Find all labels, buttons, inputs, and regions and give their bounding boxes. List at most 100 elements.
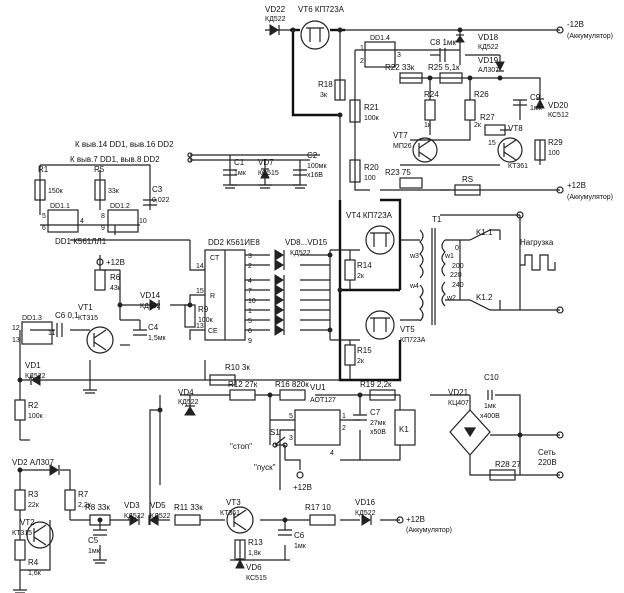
label-r9-v: 100к bbox=[198, 317, 214, 324]
label-r4: R4 bbox=[28, 558, 39, 567]
label-vd7: VD7 bbox=[258, 158, 274, 167]
label-k1: K1 bbox=[399, 425, 409, 434]
label-vd8-15: VD8...VD15 bbox=[285, 238, 328, 247]
label-dd2-r: R bbox=[210, 293, 215, 300]
label-vt1-type: КТ315 bbox=[78, 315, 98, 322]
pin-dd1-3-11: 11 bbox=[48, 330, 55, 337]
diode-vd20 bbox=[535, 98, 545, 109]
label-r25: R25 5,1к bbox=[428, 63, 460, 72]
label-vu1-type: АОТ127 bbox=[310, 397, 336, 404]
terminals bbox=[96, 26, 564, 524]
diode-vd4 bbox=[184, 406, 196, 416]
capacitor-c7 bbox=[353, 414, 367, 421]
label-vd8-15-type: КД522 bbox=[290, 250, 311, 257]
transistor-vt7 bbox=[412, 137, 438, 163]
label-r21-v: 100к bbox=[364, 115, 380, 122]
pin-vu1-4: 4 bbox=[330, 450, 334, 457]
terminal-pos12-s1 bbox=[296, 471, 304, 479]
label-c10: C10 bbox=[484, 373, 499, 382]
label-vu1: VU1 bbox=[310, 383, 326, 392]
label-r7: R7 bbox=[78, 490, 89, 499]
label-c4: C4 bbox=[148, 323, 159, 332]
label-dd1-3: DD1.3 bbox=[22, 315, 42, 322]
label-vd2: VD2 АЛ307 bbox=[12, 458, 54, 467]
label-vt3-type: КТ361 bbox=[220, 510, 240, 517]
capacitor-c3 bbox=[143, 199, 157, 206]
label-r24-v: 1к bbox=[424, 122, 432, 129]
pin-dd2-1: 1 bbox=[248, 308, 252, 315]
label-t1: T1 bbox=[432, 215, 442, 224]
label-vt8: VT8 bbox=[508, 124, 523, 133]
diode-vd14 bbox=[149, 299, 159, 311]
label-dd1-2: DD1.2 bbox=[110, 203, 130, 210]
label-r10: R10 3к bbox=[225, 363, 250, 372]
label-r29-v: 100 bbox=[548, 150, 560, 157]
label-r7-v: 2,2к bbox=[78, 502, 92, 509]
terminal-load-bot bbox=[556, 306, 564, 314]
label-vd14-type: КД522 bbox=[140, 303, 161, 310]
label-vd22: VD22 bbox=[265, 5, 286, 14]
label-dd1-1: DD1.1 bbox=[50, 203, 70, 210]
label-vd18-type: КД522 bbox=[478, 44, 499, 51]
relay-k1 bbox=[394, 409, 416, 446]
pin-dd2-9: 9 bbox=[248, 338, 252, 345]
label-r3-v: 22к bbox=[28, 502, 40, 509]
capacitor-c5 bbox=[93, 529, 107, 536]
pin-dd2-6: 6 bbox=[248, 328, 252, 335]
label-r6: R6 bbox=[110, 273, 121, 282]
resistor-r21 bbox=[349, 99, 361, 123]
label-w4: w4 bbox=[409, 283, 419, 290]
label-s1: S1 bbox=[270, 428, 280, 437]
label-r9: R9 bbox=[198, 305, 209, 314]
resistor-r12 bbox=[229, 389, 256, 401]
label-c10-v2: х400В bbox=[480, 413, 500, 420]
resistors bbox=[14, 72, 546, 561]
pin-dd2-4: 4 bbox=[248, 278, 252, 285]
resistor-r16 bbox=[279, 389, 306, 401]
ground-symbols bbox=[13, 184, 307, 593]
label-r2: R2 bbox=[28, 401, 39, 410]
label-w1: w1 bbox=[444, 253, 454, 260]
transistor-vt4 bbox=[365, 225, 395, 255]
label-vd3-type: КД522 bbox=[124, 513, 145, 520]
transistor-vt2 bbox=[26, 521, 54, 549]
resistor-r4 bbox=[14, 539, 26, 561]
label-k11: K1.1 bbox=[476, 228, 493, 237]
label-vd5-type: КД522 bbox=[150, 513, 171, 520]
label-c6b-v: 1мк bbox=[294, 543, 307, 550]
label-stop: "стоп" bbox=[230, 442, 252, 451]
diode-vd16 bbox=[361, 514, 371, 526]
label-r26: R26 bbox=[474, 90, 489, 99]
resistor-r20 bbox=[349, 159, 361, 183]
labels: -12В (Аккумулятор) +12В (Аккумулятор) +1… bbox=[12, 5, 613, 582]
resistor-r9 bbox=[184, 304, 196, 328]
terminal-pos12 bbox=[556, 186, 564, 194]
gate-dd1-1 bbox=[47, 209, 79, 233]
capacitors bbox=[56, 48, 527, 536]
label-c5: C5 bbox=[88, 536, 99, 545]
label-vt5-type: КП723А bbox=[400, 337, 426, 344]
label-vd20: VD20 bbox=[548, 101, 569, 110]
diode-vd5 bbox=[149, 514, 159, 526]
label-start: "пуск" bbox=[254, 463, 276, 472]
label-r4-v: 1,6к bbox=[28, 570, 42, 577]
label-c1-v: 1мк bbox=[234, 170, 247, 177]
label-c9: C9 bbox=[530, 93, 541, 102]
label-mains-v: 220В bbox=[538, 458, 557, 467]
label-r14-v: 2к bbox=[357, 273, 365, 280]
label-tap0: 0 bbox=[455, 245, 459, 252]
terminal-mains-b bbox=[556, 471, 564, 479]
resistor-r27 bbox=[484, 124, 506, 136]
signal-wiring bbox=[19, 29, 560, 590]
resistor-r23 bbox=[399, 177, 423, 189]
terminal-mains-a bbox=[556, 431, 564, 439]
resistor-r11 bbox=[174, 514, 201, 526]
diode-vd2 bbox=[49, 464, 59, 476]
label-c2: C2 bbox=[307, 151, 318, 160]
label-dd1-type: DD1 К561ЛЛ1 bbox=[55, 237, 107, 246]
label-r13-v: 1,8к bbox=[248, 550, 262, 557]
power-wiring bbox=[290, 28, 402, 382]
label-vt7-type: МП26 bbox=[393, 143, 412, 150]
label-c3: C3 bbox=[152, 185, 163, 194]
label-r2-v: 100к bbox=[28, 413, 44, 420]
